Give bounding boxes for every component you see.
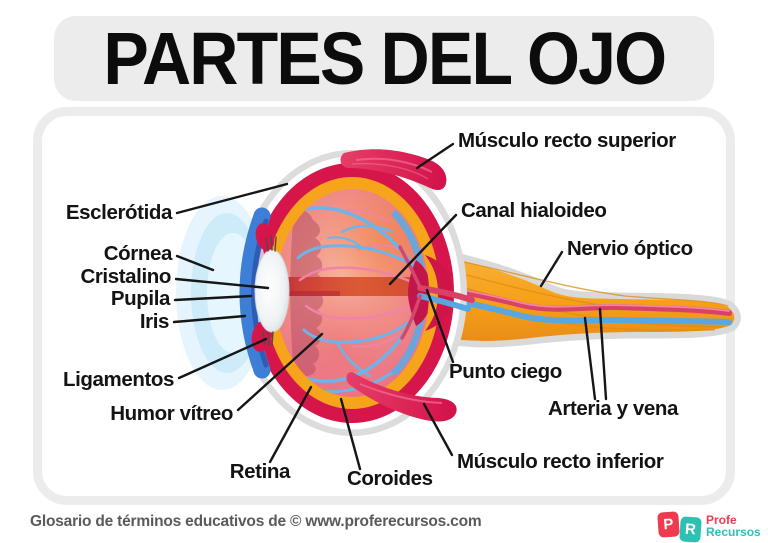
connector-line-musculo-recto-inferior [422,402,454,457]
connector-line-arteria-y-vena [583,316,597,401]
lens [254,249,290,333]
connector-line-pupila [173,294,253,302]
logo-text-profe: Profe [706,513,737,527]
label-canal-hialoideo: Canal hialoideo [461,199,607,222]
label-musculo-recto-inferior: Músculo recto inferior [457,450,664,473]
ligament-fibers [262,235,277,347]
nerve-junction [398,245,475,340]
label-arteria-y-vena: Arteria y vena [548,397,679,420]
page-title: PARTES DEL OJO [103,17,667,100]
connector-line-arteria-y-vena [598,307,608,401]
anterior-segment [176,196,290,390]
connector-line-humor-vitreo [236,332,324,412]
label-nervio-optico: Nervio óptico [567,237,693,260]
hyaloid-canal-shade [275,291,340,296]
eyeball [176,149,475,436]
label-humor-vitreo: Humor vítreo [110,402,233,425]
connector-line-cristalino [174,277,270,290]
label-retina: Retina [229,460,291,483]
label-esclerotida: Esclerótida [65,201,173,224]
footer-credit: Glosario de términos educativos de © www… [30,513,482,530]
label-pupila: Pupila [110,287,171,310]
connector-line-iris [172,314,247,324]
connector-line-canal-hialoideo [388,213,458,286]
logo-p-square: P [657,511,680,538]
label-lines [172,142,608,471]
connector-line-nervio-optico [539,250,564,288]
logo-r-square: R [679,516,702,543]
optic-nerve [413,245,741,348]
label-ligamentos: Ligamentos [62,368,174,391]
rectus-muscles [340,149,457,422]
retinal-vessels-pink [298,209,414,348]
label-iris: Iris [139,310,170,333]
nerve-artery-highlight [417,282,730,312]
ciliary-body-top [255,223,275,251]
nerve-vein [415,290,732,325]
nerve-artery [415,282,732,316]
label-coroides: Coroides [347,467,433,490]
title-banner: PARTES DEL OJO [54,16,714,101]
connector-line-retina [268,385,313,464]
label-cristalino: Cristalino [80,265,171,288]
connector-line-esclerotida [175,182,289,215]
label-cornea: Córnea [103,242,173,265]
logo-text-recursos: Recursos [706,525,761,539]
connector-line-cornea [175,254,215,272]
connector-line-coroides [339,397,362,471]
connector-line-punto-ciego [425,288,455,364]
label-musculo-recto-superior: Músculo recto superior [458,129,676,152]
connector-line-musculo-recto-superior [415,142,455,170]
proferecursos-logo: P R Profe Recursos [657,510,762,543]
connector-line-ligamentos [177,337,268,380]
label-punto-ciego: Punto ciego [449,360,562,383]
